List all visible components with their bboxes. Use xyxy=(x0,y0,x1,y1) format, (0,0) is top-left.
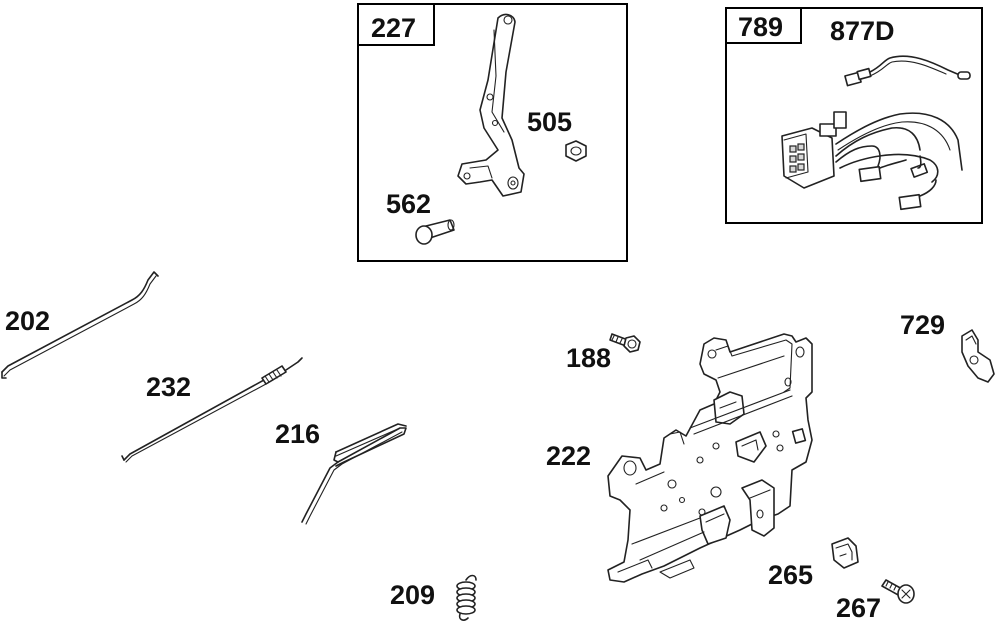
control-bracket-222 xyxy=(607,333,813,583)
throttle-lever-part xyxy=(457,13,525,197)
governor-rod-202 xyxy=(1,271,159,379)
callout-877d: 877D xyxy=(830,16,895,46)
wire-harness-part xyxy=(781,55,971,211)
choke-link-216 xyxy=(301,423,407,525)
callout-789: 789 xyxy=(738,12,783,42)
callout-188: 188 xyxy=(566,343,611,373)
retainer-265 xyxy=(831,537,859,569)
callout-505: 505 xyxy=(527,107,572,137)
kit-box-227: 227 505 562 xyxy=(357,3,628,262)
callout-222: 222 xyxy=(546,441,591,471)
spring-209 xyxy=(456,574,477,621)
callout-267: 267 xyxy=(836,593,881,623)
callout-729: 729 xyxy=(900,310,945,340)
clip-729 xyxy=(961,329,995,383)
callout-227: 227 xyxy=(371,13,416,43)
callout-562: 562 xyxy=(386,189,431,219)
hex-nut-part xyxy=(565,140,587,162)
kit-box-789: 789 877D xyxy=(725,7,983,224)
throttle-link-232 xyxy=(121,357,303,463)
callout-216: 216 xyxy=(275,419,320,449)
callout-209: 209 xyxy=(390,580,435,610)
screw-267 xyxy=(881,579,915,604)
callout-265: 265 xyxy=(768,560,813,590)
callout-202: 202 xyxy=(5,306,50,336)
bolt-188 xyxy=(609,333,641,353)
callout-232: 232 xyxy=(146,372,191,402)
shoulder-screw-part xyxy=(415,219,455,245)
